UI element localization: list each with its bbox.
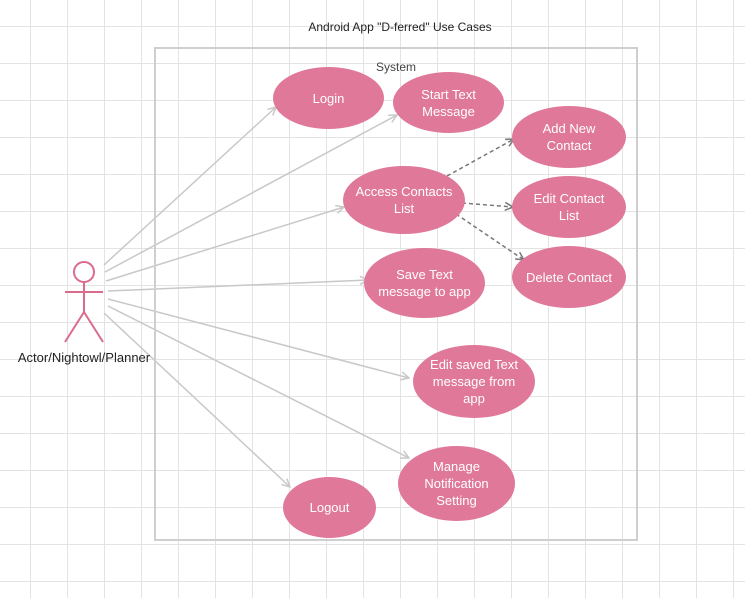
association-start-text xyxy=(104,115,397,273)
diagram-title: Android App "D-ferred" Use Cases xyxy=(308,20,492,34)
use-case-login[interactable]: Login xyxy=(273,67,384,129)
use-case-edit-contact-list[interactable]: Edit Contact List xyxy=(512,176,626,238)
actor-label: Actor/Nightowl/Planner xyxy=(17,350,151,365)
use-case-save-text-message[interactable]: Save Text message to app xyxy=(364,248,485,318)
system-label: System xyxy=(375,60,416,74)
dependency-add-contact xyxy=(446,139,514,177)
use-case-start-text-message[interactable]: Start Text Message xyxy=(393,72,504,133)
use-case-add-new-contact[interactable]: Add New Contact xyxy=(512,106,626,168)
dependency-edit-contact xyxy=(461,203,513,207)
association-manage-notification xyxy=(107,305,409,458)
use-case-manage-notification-setting[interactable]: Manage Notification Setting xyxy=(398,446,515,521)
association-access-contacts xyxy=(105,207,344,282)
use-case-access-contacts-list[interactable]: Access Contacts List xyxy=(343,166,465,234)
association-edit-saved xyxy=(107,298,409,378)
actor-figure xyxy=(64,261,104,343)
use-case-delete-contact[interactable]: Delete Contact xyxy=(512,246,626,308)
association-save-text xyxy=(107,280,368,292)
association-logout xyxy=(103,312,290,487)
use-case-logout[interactable]: Logout xyxy=(283,477,376,538)
use-case-edit-saved-text-message[interactable]: Edit saved Text message from app xyxy=(413,345,535,418)
association-login xyxy=(103,107,276,266)
system-boundary xyxy=(154,47,638,541)
